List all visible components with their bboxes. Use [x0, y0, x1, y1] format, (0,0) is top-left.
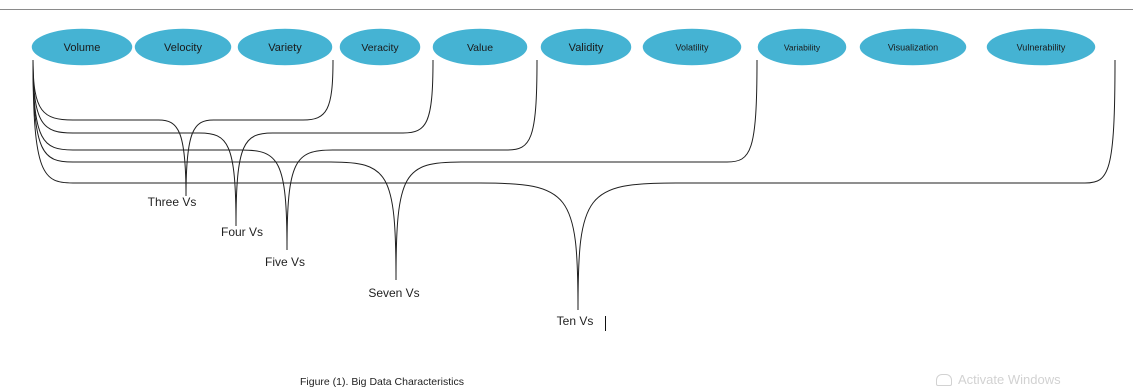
characteristic-pill-variability [756, 27, 848, 67]
characteristic-label-variability: Variability [784, 42, 821, 52]
characteristic-label-visualization: Visualization [888, 42, 938, 52]
characteristic-label-volume: Volume [64, 42, 101, 54]
group-label-ten-vs: Ten Vs [557, 314, 594, 328]
group-brace-five-vs [32, 59, 538, 251]
characteristic-pill-validity [539, 27, 633, 67]
characteristic-pill-veracity [338, 27, 422, 67]
windows-activation-icon [936, 374, 952, 386]
characteristic-label-velocity: Velocity [164, 42, 202, 54]
characteristic-label-validity: Validity [569, 42, 604, 54]
group-label-three-vs: Three Vs [148, 195, 197, 209]
group-brace-seven-vs [32, 59, 758, 281]
group-brace-three-vs [32, 59, 334, 197]
characteristic-pill-volume [30, 27, 134, 67]
group-label-seven-vs: Seven Vs [368, 286, 419, 300]
activation-watermark: Activate Windows [958, 372, 1061, 387]
characteristic-label-volatility: Volatility [675, 42, 709, 52]
group-label-four-vs: Four Vs [221, 225, 263, 239]
group-brace-ten-vs [32, 59, 1116, 311]
big-data-characteristics-diagram: Volume Velocity Variety Veracity Value Validi… [30, 27, 1116, 328]
characteristic-label-variety: Variety [268, 42, 302, 54]
group-label-five-vs: Five Vs [265, 255, 305, 269]
characteristic-pill-visualization [858, 27, 968, 67]
figure-caption: Figure (1). Big Data Characteristics [300, 376, 464, 388]
group-brace-four-vs [32, 59, 434, 227]
characteristic-label-vulnerability: Vulnerability [1017, 42, 1066, 52]
characteristic-pill-volatility [641, 27, 743, 67]
text-cursor [605, 316, 606, 331]
characteristic-pill-vulnerability [985, 27, 1097, 67]
characteristic-label-veracity: Veracity [361, 42, 399, 54]
characteristic-label-value: Value [467, 42, 493, 54]
characteristic-pill-velocity [133, 27, 233, 67]
characteristic-pill-variety [236, 27, 334, 67]
characteristic-pill-value [431, 27, 529, 67]
top-divider [0, 9, 1133, 10]
